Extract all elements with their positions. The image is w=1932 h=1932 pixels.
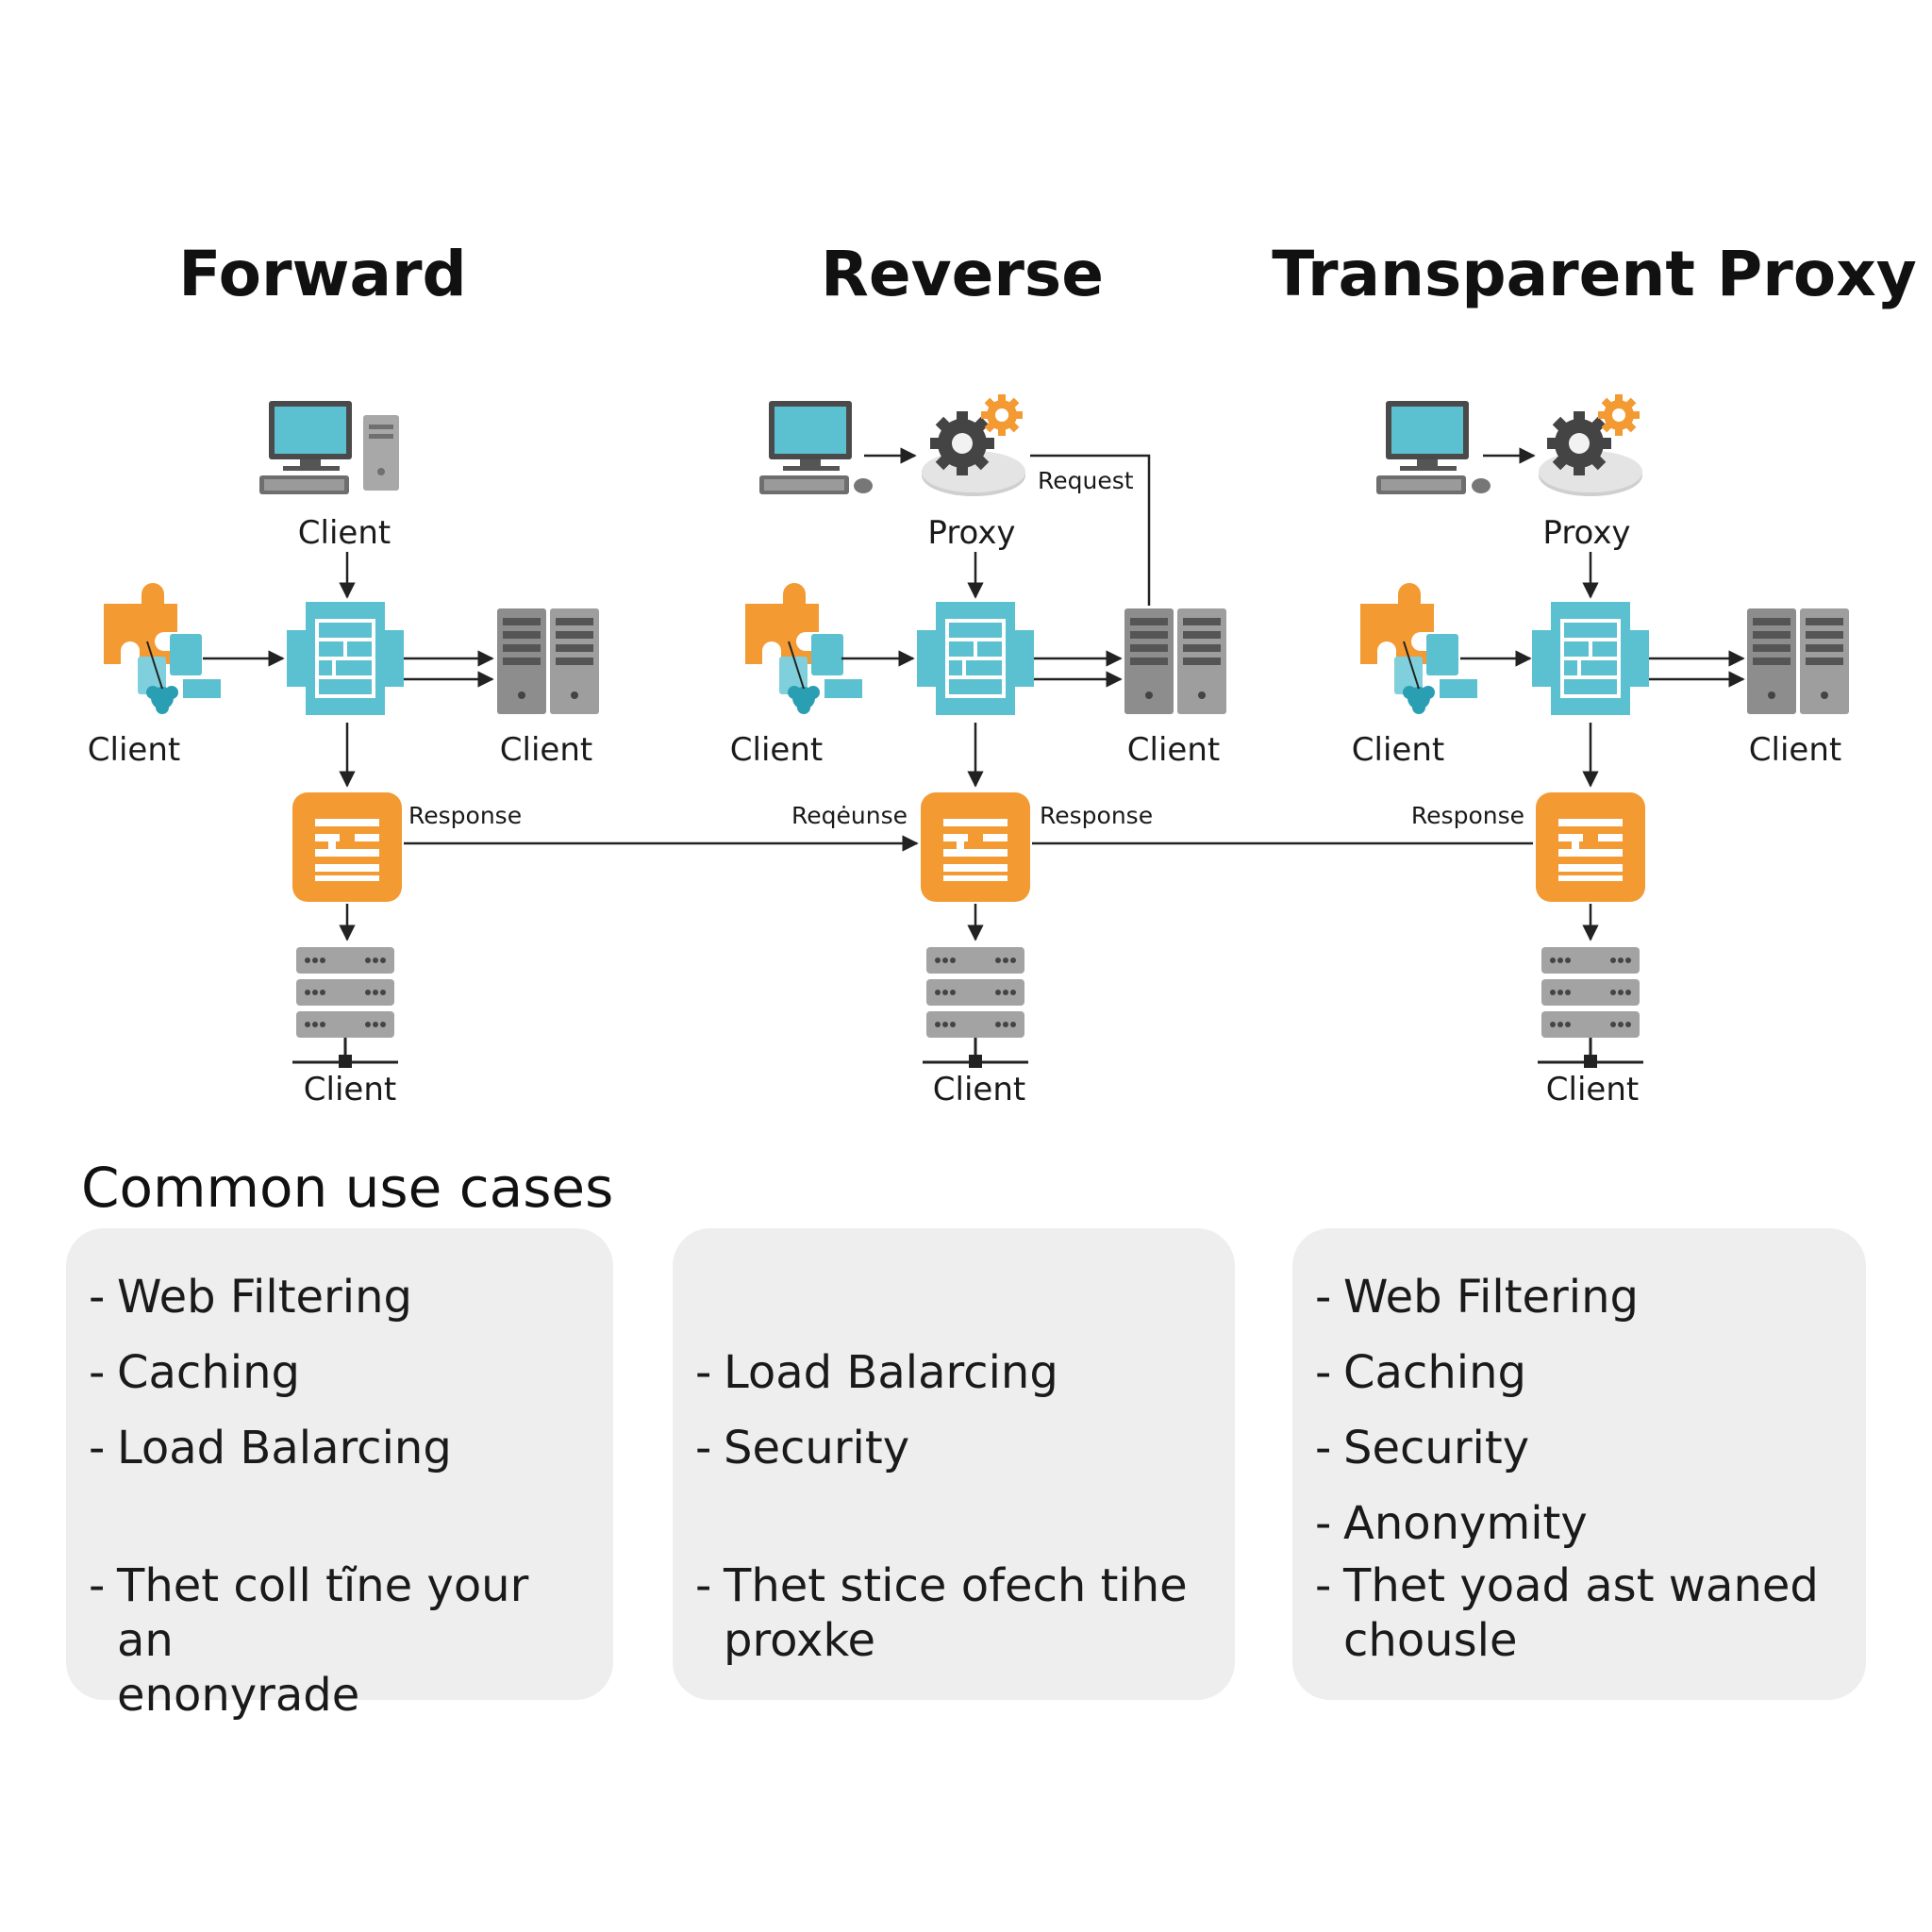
- use-case-text: Load Balarcing: [117, 1422, 452, 1474]
- use-case-item: -Web Filtering: [1315, 1270, 1847, 1324]
- bullet-dash: -: [695, 1422, 712, 1474]
- bullet-dash: -: [89, 1271, 106, 1324]
- use-case-item: -Thet coll tĩne your an enonyrade: [89, 1558, 594, 1723]
- use-case-item: -Anonymity: [1315, 1496, 1847, 1551]
- firewall-icon: [292, 792, 402, 902]
- server-pair-icon: [1124, 608, 1226, 714]
- firewall-icon: [921, 792, 1030, 902]
- bullet-dash: -: [1315, 1559, 1332, 1612]
- bottom-node-label: Client: [1546, 1071, 1639, 1108]
- bullet-dash: -: [89, 1559, 106, 1612]
- request-line: [1030, 454, 1151, 606]
- use-case-text: Security: [724, 1422, 910, 1474]
- reverse-column: Proxy Request Client Client Reqėunse Re…: [730, 394, 1226, 1108]
- use-case-item: -Load Balarcing: [695, 1345, 1216, 1400]
- right-flow-label: Response: [408, 802, 522, 829]
- proxy-gear-icon: [922, 394, 1025, 496]
- use-case-item: -Load Balarcing: [89, 1421, 594, 1475]
- top-node-label: Proxy: [1542, 514, 1630, 552]
- bottom-node-label: Client: [933, 1071, 1025, 1108]
- bullet-dash: -: [695, 1559, 712, 1612]
- bullet-dash: -: [89, 1346, 106, 1399]
- left-node-label: Client: [88, 731, 180, 769]
- use-case-text: Caching: [117, 1346, 300, 1399]
- hub-icon: [285, 600, 406, 717]
- use-case-item: -Caching: [89, 1345, 594, 1400]
- use-case-card-transparent: -Web Filtering-Caching-Security-Anonymit…: [1292, 1228, 1866, 1700]
- use-case-text: Web Filtering: [117, 1271, 413, 1324]
- use-case-text: Thet coll tĩne your an enonyrade: [117, 1559, 529, 1722]
- bullet-dash: -: [1315, 1497, 1332, 1550]
- bullet-dash: -: [1315, 1271, 1332, 1324]
- use-case-item: -Thet yoad ast waned chousle: [1315, 1558, 1847, 1668]
- use-case-text: Thet stice ofech tihe proxke: [724, 1559, 1188, 1667]
- hub-icon: [915, 600, 1036, 717]
- use-case-item: -Thet stice ofech tihe proxke: [695, 1558, 1216, 1668]
- use-case-item: -Caching: [1315, 1345, 1847, 1400]
- column-title-reverse: Reverse: [821, 238, 1104, 310]
- left-node-label: Client: [1352, 731, 1444, 769]
- hub-icon: [1530, 600, 1651, 717]
- right-flow-label: Response: [1040, 802, 1153, 829]
- left-node-label: Client: [730, 731, 823, 769]
- desktop-computer-icon: [759, 401, 852, 494]
- use-case-text: Anonymity: [1343, 1497, 1588, 1550]
- use-case-item: -Web Filtering: [89, 1270, 594, 1324]
- use-case-text: Thet yoad ast waned chousle: [1343, 1559, 1819, 1667]
- use-case-text: Web Filtering: [1343, 1271, 1640, 1324]
- transparent-column: Proxy Client Client Response Client: [1352, 394, 1849, 1108]
- bottom-node-label: Client: [304, 1071, 396, 1108]
- use-case-card-reverse: -Load Balarcing-Security-Thet stice ofec…: [673, 1228, 1235, 1700]
- server-rack-icon: [1536, 945, 1645, 1070]
- left-flow-label: Response: [1411, 802, 1524, 829]
- column-title-transparent: Transparent Proxy: [1272, 238, 1917, 310]
- server-rack-icon: [921, 945, 1030, 1070]
- use-case-item: -Security: [1315, 1421, 1847, 1475]
- right-node-label: Client: [1749, 731, 1841, 769]
- client-cluster-icon: [103, 582, 222, 715]
- tower-pc-icon: [363, 415, 399, 491]
- client-cluster-icon: [744, 582, 863, 715]
- proxy-gear-icon: [1539, 394, 1642, 496]
- top-node-label: Proxy: [927, 514, 1015, 552]
- desktop-computer-icon: [1376, 401, 1469, 494]
- mouse-icon: [1472, 478, 1491, 493]
- use-case-item: -Security: [695, 1421, 1216, 1475]
- top-node-label: Client: [298, 514, 391, 552]
- use-cases-heading: Common use cases: [81, 1156, 614, 1220]
- client-cluster-icon: [1359, 582, 1478, 715]
- forward-column: Client Client Client Response Client: [88, 401, 599, 1108]
- mouse-icon: [854, 478, 873, 493]
- desktop-computer-icon: [259, 401, 352, 494]
- server-pair-icon: [1747, 608, 1849, 714]
- firewall-icon: [1536, 792, 1645, 902]
- bullet-dash: -: [1315, 1422, 1332, 1474]
- use-case-text: Load Balarcing: [724, 1346, 1058, 1399]
- bullet-dash: -: [695, 1346, 712, 1399]
- bullet-dash: -: [1315, 1346, 1332, 1399]
- use-case-text: Security: [1343, 1422, 1530, 1474]
- server-pair-icon: [497, 608, 599, 714]
- use-case-text: Caching: [1343, 1346, 1526, 1399]
- column-title-forward: Forward: [178, 238, 467, 310]
- right-node-label: Client: [1127, 731, 1220, 769]
- server-rack-icon: [291, 945, 400, 1070]
- use-case-card-forward: -Web Filtering-Caching-Load Balarcing-Th…: [66, 1228, 613, 1722]
- right-node-label: Client: [500, 731, 592, 769]
- left-flow-label: Reqėunse: [791, 802, 908, 829]
- bullet-dash: -: [89, 1422, 106, 1474]
- request-label: Request: [1038, 467, 1134, 494]
